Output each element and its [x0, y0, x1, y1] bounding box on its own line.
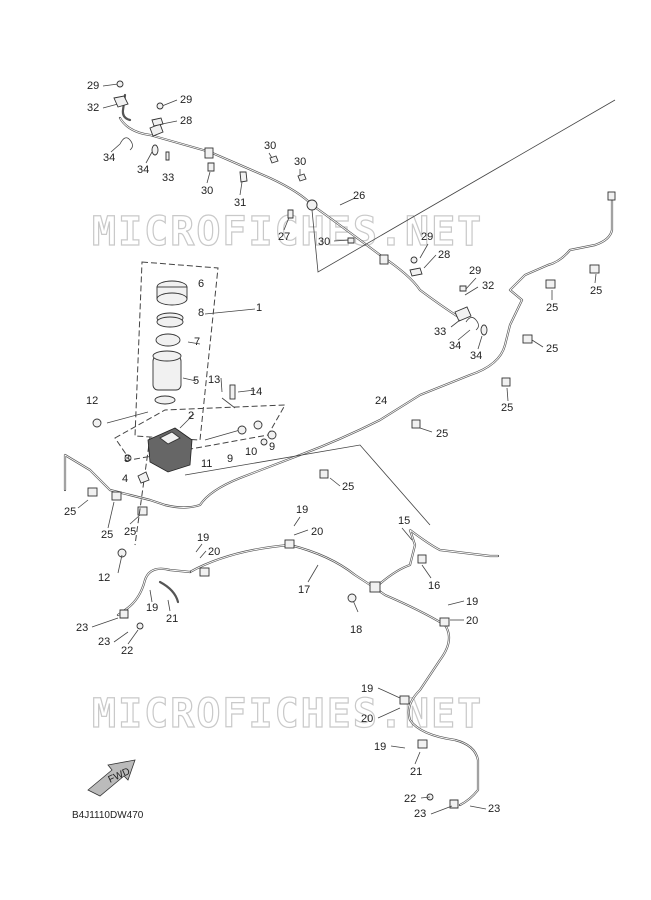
leader-24: [184, 444, 431, 526]
brake-line-26: [118, 93, 472, 322]
master-cylinder-assembly: [92, 261, 286, 558]
callout-30: 30: [294, 156, 306, 168]
callout-19: 19: [361, 683, 373, 695]
callout-19: 19: [146, 602, 158, 614]
callout-32: 32: [482, 280, 494, 292]
callout-20: 20: [466, 615, 478, 627]
callout-26: 26: [353, 190, 365, 202]
callout-30: 30: [201, 185, 213, 197]
callout-4: 4: [122, 473, 128, 485]
callout-5: 5: [193, 375, 199, 387]
callout-28: 28: [438, 249, 450, 261]
callout-25: 25: [546, 302, 558, 314]
callout-29: 29: [421, 231, 433, 243]
callout-16: 16: [428, 580, 440, 592]
callout-25: 25: [590, 285, 602, 297]
callout-28: 28: [180, 115, 192, 127]
callout-6: 6: [198, 278, 204, 290]
callout-25: 25: [436, 428, 448, 440]
callout-21: 21: [410, 766, 422, 778]
callout-10: 10: [245, 446, 257, 458]
callout-19: 19: [466, 596, 478, 608]
callout-19: 19: [374, 741, 386, 753]
diagram-code: B4J1110DW470: [72, 810, 144, 821]
callout-18: 18: [350, 624, 362, 636]
callout-34: 34: [137, 164, 149, 176]
callout-3: 3: [124, 453, 130, 465]
callout-15: 15: [398, 515, 410, 527]
callout-25: 25: [64, 506, 76, 518]
callout-9: 9: [227, 453, 233, 465]
callout-30: 30: [264, 140, 276, 152]
callout-24: 24: [375, 395, 387, 407]
callout-29: 29: [87, 80, 99, 92]
fwd-arrow: FWD: [87, 759, 136, 797]
callout-25: 25: [546, 343, 558, 355]
brake-line-24: [63, 191, 616, 516]
leader-26: [311, 99, 616, 273]
callout-7: 7: [194, 336, 200, 348]
watermark-top: MICROFICHES.NET: [92, 209, 483, 255]
callout-20: 20: [361, 713, 373, 725]
callout-13: 13: [208, 374, 220, 386]
callout-21: 21: [166, 613, 178, 625]
callout-25: 25: [101, 529, 113, 541]
callout-34: 34: [470, 350, 482, 362]
callout-12: 12: [98, 572, 110, 584]
callout-19: 19: [197, 532, 209, 544]
callout-20: 20: [208, 546, 220, 558]
callout-29: 29: [180, 94, 192, 106]
callout-25: 25: [501, 402, 513, 414]
callout-25: 25: [124, 526, 136, 538]
callout-11: 11: [201, 458, 212, 470]
callout-23: 23: [488, 803, 500, 815]
callout-22: 22: [121, 645, 133, 657]
callout-27: 27: [278, 231, 290, 243]
callout-19: 19: [296, 504, 308, 516]
callout-23: 23: [98, 636, 110, 648]
callout-23: 23: [76, 622, 88, 634]
callout-17: 17: [298, 584, 310, 596]
callout-1: 1: [256, 302, 262, 314]
callout-20: 20: [311, 526, 323, 538]
callout-31: 31: [234, 197, 246, 209]
callout-22: 22: [404, 793, 416, 805]
top-hardware: [113, 80, 488, 336]
callout-25: 25: [342, 481, 354, 493]
callout-32: 32: [87, 102, 99, 114]
callout-14: 14: [250, 386, 262, 398]
fwd-label: FWD: [107, 766, 132, 786]
callout-30: 30: [318, 236, 330, 248]
leader-lines: [77, 83, 597, 815]
callout-23: 23: [414, 808, 426, 820]
callouts: 29 32 29 28 34 34 33 30 30 30 31 27 26 3…: [64, 80, 602, 820]
callout-8: 8: [198, 307, 204, 319]
callout-29: 29: [469, 265, 481, 277]
callout-34: 34: [449, 340, 461, 352]
callout-12: 12: [86, 395, 98, 407]
brake-line-17: [116, 528, 500, 809]
callout-33: 33: [434, 326, 446, 338]
callout-34: 34: [103, 152, 115, 164]
callout-2: 2: [188, 410, 194, 422]
watermark-bottom: MICROFICHES.NET: [92, 691, 483, 737]
callout-33: 33: [162, 172, 174, 184]
callout-9: 9: [269, 441, 275, 453]
